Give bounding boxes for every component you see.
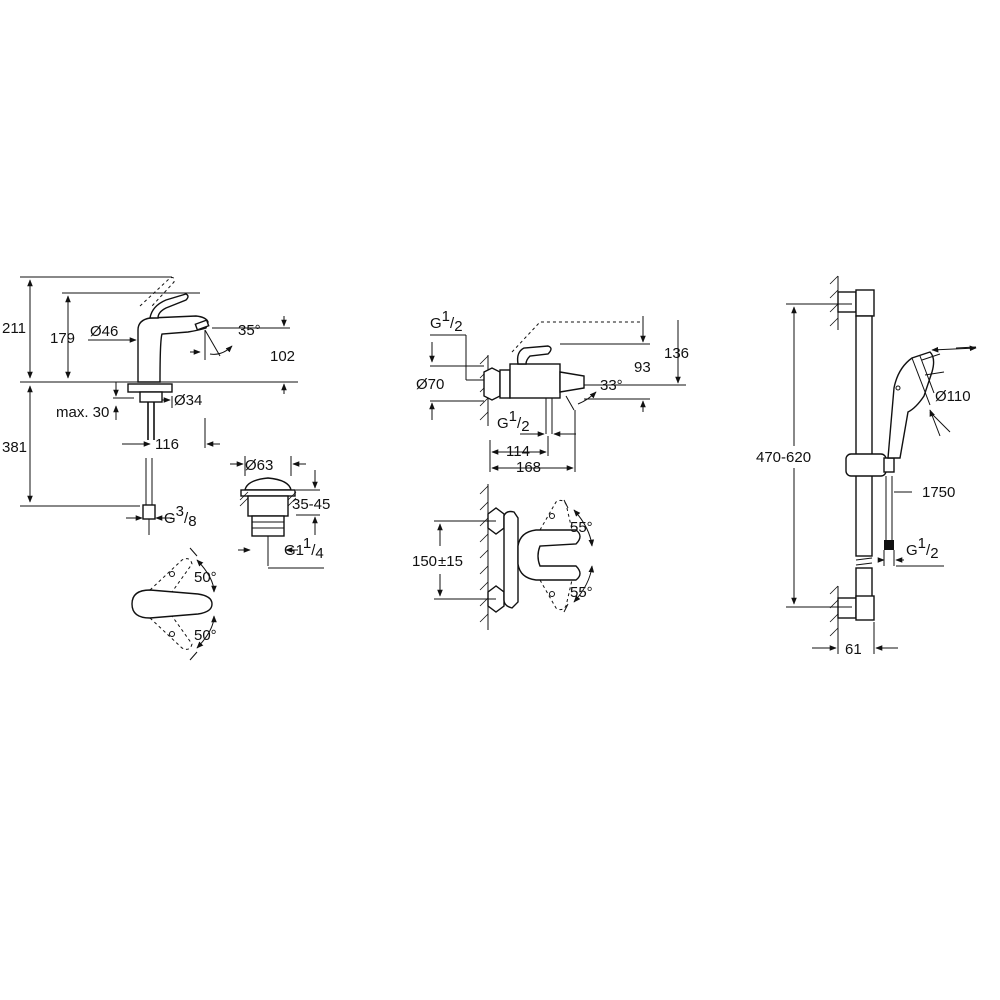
rail-bottom-bracket bbox=[855, 595, 875, 621]
dim-114: 114 bbox=[506, 443, 530, 460]
lever-angle-50-bottom: 50° bbox=[194, 627, 217, 644]
lever-angle-55-bottom: 55° bbox=[570, 584, 593, 601]
lever-angle-50-top: 50° bbox=[194, 569, 217, 586]
dim-211: 211 bbox=[2, 320, 26, 337]
thread-g-1-2-shower: G1/2 bbox=[906, 535, 939, 562]
rail-top-bracket bbox=[855, 289, 875, 317]
dim-dia-110: Ø110 bbox=[935, 388, 971, 405]
bath-mixer-body bbox=[509, 363, 561, 399]
dim-35-45: 35-45 bbox=[292, 496, 330, 513]
dim-dia-63: Ø63 bbox=[245, 457, 273, 474]
lever-angle-55-top: 55° bbox=[570, 519, 593, 536]
dim-136: 136 bbox=[664, 345, 689, 362]
thread-g-1-2-bottom: G1/2 bbox=[497, 408, 530, 435]
dim-102: 102 bbox=[270, 348, 295, 365]
basin-mixer-drawing: 211 179 Ø46 35° 102 bbox=[2, 276, 330, 661]
handshower bbox=[887, 351, 935, 459]
dim-381: 381 bbox=[2, 439, 27, 456]
dim-93: 93 bbox=[634, 359, 651, 376]
rail-slider bbox=[845, 453, 887, 477]
thread-g-3-8: G3/8 bbox=[164, 503, 197, 530]
dim-116: 116 bbox=[155, 436, 179, 453]
dim-max-30: max. 30 bbox=[56, 404, 109, 421]
basin-faucet-lever-raised bbox=[139, 277, 175, 307]
dim-angle-35: 35° bbox=[238, 322, 261, 339]
hose-1750: 1750 bbox=[922, 484, 955, 501]
dim-470-620: 470-620 bbox=[756, 449, 811, 466]
dim-168: 168 bbox=[516, 459, 541, 476]
dim-150-15: 150±15 bbox=[412, 553, 463, 570]
basin-faucet-lever bbox=[149, 293, 189, 319]
shower-rail bbox=[855, 315, 873, 557]
bath-mixer-front-body bbox=[503, 510, 519, 609]
dim-dia-70: Ø70 bbox=[416, 376, 444, 393]
waste-cap bbox=[244, 477, 292, 491]
dim-angle-33: 33° bbox=[600, 377, 623, 394]
dim-dia-34: Ø34 bbox=[174, 392, 202, 409]
basin-lever-plan bbox=[131, 589, 213, 619]
shower-rail-drawing: 470-620 Ø110 1750 G1/2 bbox=[756, 275, 977, 658]
dim-179: 179 bbox=[50, 330, 75, 347]
bath-mixer-drawing: G1/2 Ø70 93 136 33° G1/ bbox=[412, 308, 689, 630]
thread-g1-1-4: G11/4 bbox=[284, 535, 324, 562]
dim-dia-46: Ø46 bbox=[90, 323, 118, 340]
thread-g-1-2-top: G1/2 bbox=[430, 308, 463, 335]
dim-61: 61 bbox=[845, 641, 862, 658]
